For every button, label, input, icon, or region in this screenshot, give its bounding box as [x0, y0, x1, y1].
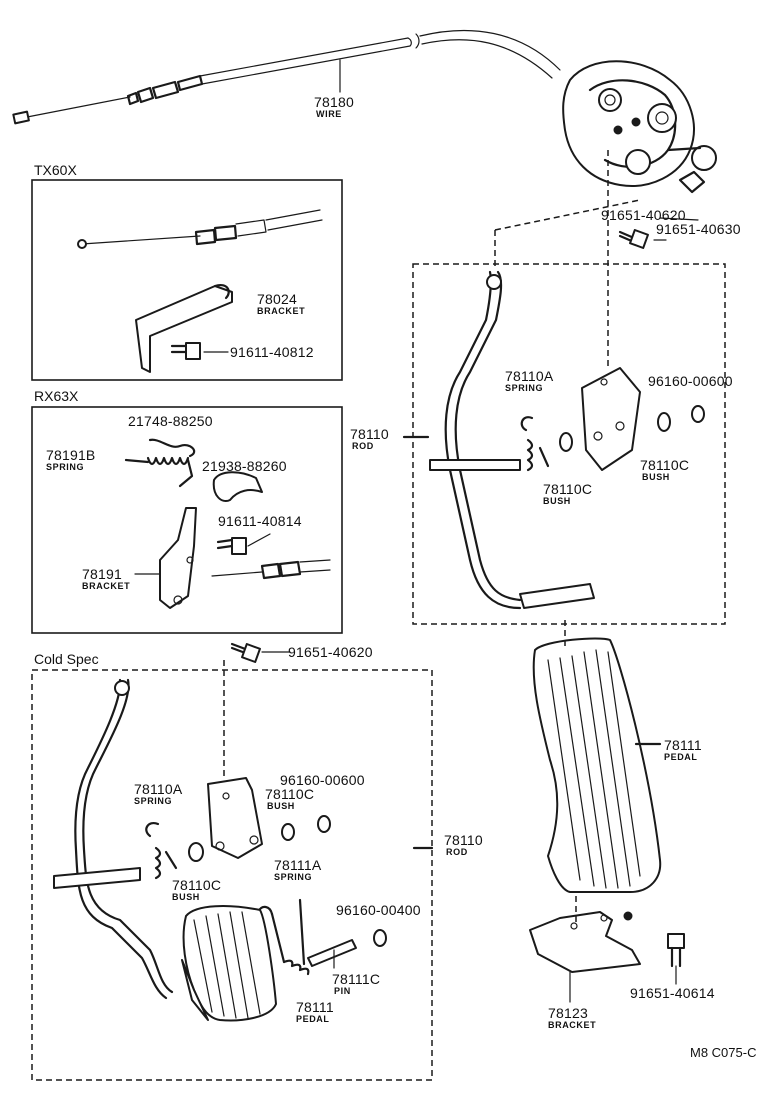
rx63x-spring-78191b	[124, 456, 194, 488]
part-name-bush-cold-left: BUSH	[172, 892, 200, 902]
part-number-91651-40614: 91651-40614	[630, 985, 715, 1001]
section-label-rx63x: RX63X	[34, 388, 79, 404]
main-bush-78110c-left	[559, 432, 573, 452]
part-number-78191: 78191	[82, 566, 122, 582]
part-number-78110-main: 78110	[350, 426, 389, 442]
part-name-rod-main: ROD	[352, 441, 374, 451]
part-number-91651-40620-top: 91651-40620	[601, 207, 686, 223]
rx63x-clip-21938	[212, 471, 263, 502]
part-number-78024: 78024	[257, 291, 297, 307]
rx63x-box	[31, 406, 343, 634]
part-name-bush-main-left: BUSH	[543, 496, 571, 506]
part-name-pin: PIN	[334, 986, 351, 996]
pedal-bracket-78123	[529, 896, 641, 1003]
part-number-78110-cold: 78110	[444, 832, 483, 848]
cold-pivot-shaft	[53, 867, 141, 889]
main-bush-78110c-right	[657, 412, 671, 432]
part-name-bracket-78123: BRACKET	[548, 1020, 597, 1030]
part-number-96160-00600-main: 96160-00600	[648, 373, 733, 389]
cold-spring-78110a	[145, 822, 178, 880]
part-name-bracket-78191: BRACKET	[82, 581, 131, 591]
cold-bolt-91651-40620	[223, 642, 291, 780]
main-mount-bracket	[581, 367, 641, 471]
part-number-78110c-cold-left: 78110C	[172, 877, 222, 893]
part-name-bracket-78024: BRACKET	[257, 306, 306, 316]
main-rod-78110	[402, 270, 595, 610]
part-number-21748-88250: 21748-88250	[128, 413, 213, 429]
part-number-91611-40812: 91611-40812	[230, 344, 314, 360]
section-label-tx60x: TX60X	[34, 162, 77, 178]
cold-pedal-78111	[181, 905, 277, 1022]
part-number-78123: 78123	[548, 1005, 588, 1021]
bolt-91611-40812-shape	[170, 342, 229, 360]
part-number-78110c-main-right: 78110C	[640, 457, 690, 473]
rx63x-spring-21748	[148, 438, 196, 458]
part-number-91651-40620-cold: 91651-40620	[288, 644, 373, 660]
cold-nut-96160-00600	[317, 815, 331, 833]
cold-rod-78110	[74, 678, 434, 1000]
part-number-21938-88260: 21938-88260	[202, 458, 287, 474]
part-number-78180: 78180	[314, 94, 354, 110]
cold-nut-96160-00400	[373, 929, 387, 947]
cold-spec-dashed-box	[31, 669, 433, 1081]
part-number-78110c-cold-right: 78110C	[265, 786, 315, 802]
part-name-bush-main-right: BUSH	[642, 472, 670, 482]
part-number-91611-40814: 91611-40814	[218, 513, 302, 529]
part-number-96160-00400: 96160-00400	[336, 902, 421, 918]
part-name-rod-cold: ROD	[446, 847, 468, 857]
part-number-78111a: 78111A	[274, 857, 322, 873]
section-label-cold-spec: Cold Spec	[34, 651, 99, 667]
part-name-spring-78111a: SPRING	[274, 872, 313, 882]
part-number-96160-00600-cold: 96160-00600	[280, 772, 365, 788]
part-number-91651-40630: 91651-40630	[656, 221, 741, 237]
part-name-bush-cold-right: BUSH	[267, 801, 295, 811]
part-number-78191b: 78191B	[46, 447, 96, 463]
part-name-spring-78191b: SPRING	[46, 462, 85, 472]
part-number-78111c: 78111C	[332, 971, 381, 987]
part-number-78111-cold: 78111	[296, 999, 334, 1015]
tx60x-cable	[77, 209, 323, 249]
figure-code: M8 C075-C	[690, 1045, 757, 1060]
part-number-78111-main: 78111	[664, 737, 702, 753]
part-name-wire: WIRE	[316, 109, 342, 119]
part-name-spring-78110a-main: SPRING	[505, 383, 544, 393]
rx63x-cable-end	[211, 559, 331, 580]
bolt-91651-40614-shape	[667, 933, 685, 985]
main-nut-96160-00600	[691, 405, 705, 423]
cold-mount-bracket	[207, 777, 263, 859]
part-name-spring-78110a-cold: SPRING	[134, 796, 173, 806]
tx60x-box	[31, 179, 343, 381]
main-pedal-78111	[532, 637, 662, 893]
part-number-78110a-cold: 78110A	[134, 781, 183, 797]
main-assembly-dashed-box	[412, 263, 726, 625]
accelerator-wire-78180	[12, 29, 561, 125]
main-pivot-shaft	[429, 459, 521, 471]
firewall-mount	[562, 60, 717, 194]
rx63x-bracket-78191	[134, 507, 197, 609]
screw-91651-40620-top	[618, 229, 649, 249]
main-spring-78110a	[520, 416, 550, 472]
cold-bush-78110c-right	[281, 823, 295, 841]
cold-bush-78110c-left	[188, 842, 204, 862]
bracket-78024-shape	[135, 284, 233, 373]
part-name-pedal-main: PEDAL	[664, 752, 698, 762]
rx63x-bolt-91611-40814	[216, 533, 271, 555]
part-number-78110a-main: 78110A	[505, 368, 554, 384]
part-name-pedal-cold: PEDAL	[296, 1014, 330, 1024]
part-number-78110c-main-left: 78110C	[543, 481, 593, 497]
cold-pin-78111c	[307, 939, 357, 969]
